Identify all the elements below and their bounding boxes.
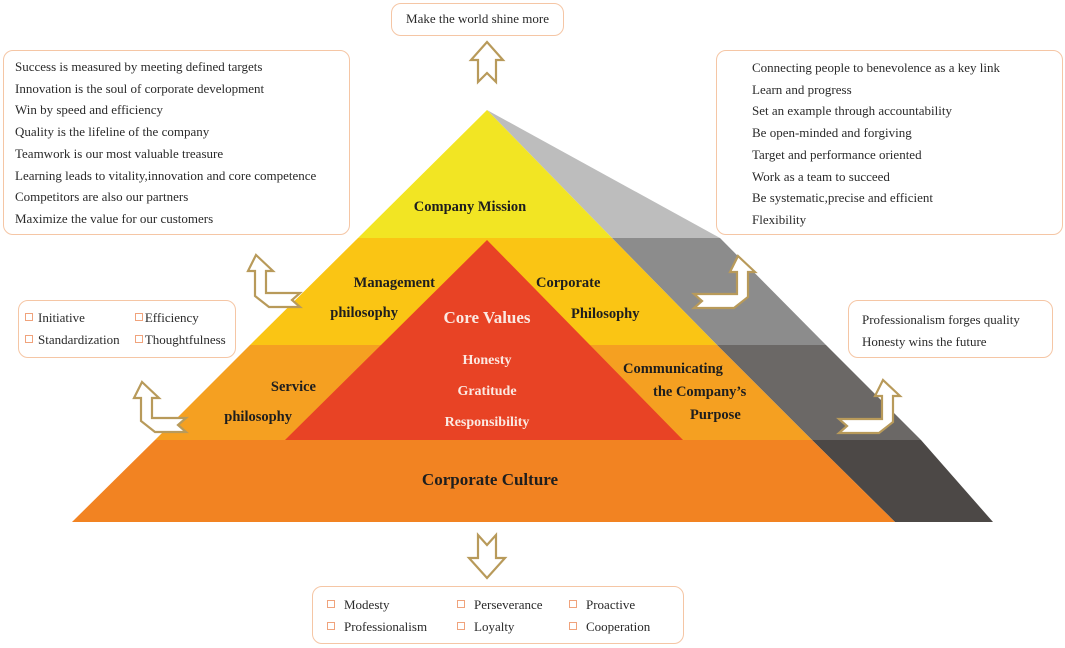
shadow-tier-3 bbox=[717, 345, 921, 440]
label-line: philosophy bbox=[330, 305, 398, 321]
list-item: Loyalty bbox=[457, 616, 569, 638]
tier-culture bbox=[72, 440, 895, 522]
list-item: Connecting people to benevolence as a ke… bbox=[752, 60, 1001, 75]
item-text: Initiative bbox=[38, 310, 85, 325]
list-item: Success is measured by meeting defined t… bbox=[15, 59, 263, 74]
corporate-philosophy-label: Corporate Philosophy bbox=[536, 268, 676, 330]
item-text: Professionalism bbox=[344, 618, 428, 634]
list-item: Be systematic,precise and efficient bbox=[752, 190, 933, 206]
shadow-tier-1 bbox=[487, 110, 720, 238]
list-item: Flexibility bbox=[752, 211, 807, 227]
list-item: Set an example through accountability bbox=[752, 103, 952, 119]
list-item: Learn and progress bbox=[752, 81, 852, 97]
management-philosophy-box: Success is measured by meeting defined t… bbox=[3, 50, 350, 235]
shadow-tier-4 bbox=[812, 440, 993, 522]
label-line: Management bbox=[353, 275, 435, 291]
tier-mission bbox=[358, 110, 612, 238]
corporate-culture-box: Modesty Perseverance Proactive Professio… bbox=[312, 586, 684, 644]
list-item: Innovation is the soul of corporate deve… bbox=[15, 80, 265, 96]
square-bullet-icon bbox=[25, 334, 33, 343]
shadow-tier-2 bbox=[612, 238, 826, 345]
list-item: Win by speed and efficiency bbox=[15, 102, 163, 118]
corporate-philosophy-box: Connecting people to benevolence as a ke… bbox=[716, 50, 1063, 235]
service-philosophy-box: Initiative Efficiency Standardization Th… bbox=[18, 300, 236, 358]
label-line: the Company’s bbox=[653, 384, 747, 400]
core-values-list: Honesty Gratitude Responsibility bbox=[407, 345, 567, 438]
list-item: Efficiency bbox=[134, 307, 235, 329]
square-bullet-icon bbox=[327, 621, 335, 630]
list-item: Target and performance oriented bbox=[752, 146, 922, 162]
list-item: Initiative bbox=[25, 307, 129, 329]
list-item: Honesty wins the future bbox=[862, 333, 987, 349]
label-line: Communicating bbox=[623, 361, 723, 377]
item-text: Perseverance bbox=[474, 597, 543, 612]
square-bullet-icon bbox=[25, 313, 33, 321]
mission-statement-box: Make the world shine more bbox=[391, 3, 564, 36]
corporate-culture-label: Corporate Culture bbox=[421, 470, 559, 489]
list-item: Cooperation bbox=[569, 616, 683, 638]
square-bullet-icon bbox=[569, 621, 577, 630]
purpose-box: Professionalism forges quality Honesty w… bbox=[848, 300, 1053, 358]
bent-arrow-icon bbox=[691, 254, 758, 310]
label-line: Philosophy bbox=[571, 306, 640, 322]
arrow-up-icon bbox=[468, 40, 506, 85]
item-text: Cooperation bbox=[586, 618, 651, 634]
mission-statement: Make the world shine more bbox=[406, 11, 549, 26]
list-item: Be open-minded and forgiving bbox=[752, 125, 912, 141]
core-value: Responsibility bbox=[444, 415, 530, 430]
item-text: Proactive bbox=[586, 597, 636, 612]
square-bullet-icon bbox=[134, 313, 143, 321]
list-item: Standardization bbox=[25, 329, 129, 351]
bent-arrow-icon bbox=[246, 253, 303, 309]
list-item: Quality is the lifeline of the company bbox=[15, 124, 210, 140]
item-text: Loyalty bbox=[474, 618, 515, 634]
list-item: Maximize the value for our customers bbox=[15, 210, 214, 226]
list-item: Perseverance bbox=[457, 594, 569, 616]
square-bullet-icon bbox=[457, 600, 465, 608]
item-text: Standardization bbox=[38, 331, 120, 347]
core-value: Honesty bbox=[462, 353, 512, 368]
list-item: Modesty bbox=[327, 594, 457, 616]
bent-arrow-icon bbox=[836, 378, 903, 435]
list-item: Proactive bbox=[569, 594, 683, 616]
list-item: Professionalism forges quality bbox=[862, 312, 1020, 327]
square-bullet-icon bbox=[457, 621, 465, 630]
list-item: Professionalism bbox=[327, 616, 457, 638]
arrow-down-icon bbox=[466, 532, 508, 580]
list-item: Work as a team to succeed bbox=[752, 168, 890, 184]
label-line: Corporate bbox=[536, 275, 601, 291]
label-line: Service bbox=[270, 379, 316, 395]
list-item: Competitors are also our partners bbox=[15, 189, 189, 205]
core-value: Gratitude bbox=[457, 384, 517, 399]
square-bullet-icon bbox=[569, 600, 577, 608]
list-item: Learning leads to vitality,innovation an… bbox=[15, 167, 317, 183]
item-text: Thoughtfulness bbox=[144, 331, 226, 347]
list-item: Teamwork is our most valuable treasure bbox=[15, 145, 224, 161]
service-philosophy-label: Service philosophy bbox=[200, 372, 320, 432]
company-mission-label: Company Mission bbox=[413, 199, 527, 215]
label-line: Purpose bbox=[690, 407, 741, 423]
communicating-purpose-label: Communicating the Company’s Purpose bbox=[618, 358, 778, 427]
item-text: Modesty bbox=[344, 597, 390, 612]
core-values-triangle bbox=[285, 240, 683, 440]
management-philosophy-label: Management philosophy bbox=[320, 268, 460, 328]
item-text: Efficiency bbox=[144, 310, 199, 325]
square-bullet-icon bbox=[327, 600, 335, 608]
label-line: philosophy bbox=[224, 409, 292, 425]
bent-arrow-icon bbox=[132, 380, 189, 434]
core-values-title: Core Values bbox=[443, 308, 531, 327]
square-bullet-icon bbox=[134, 334, 143, 343]
list-item: Thoughtfulness bbox=[134, 329, 235, 351]
